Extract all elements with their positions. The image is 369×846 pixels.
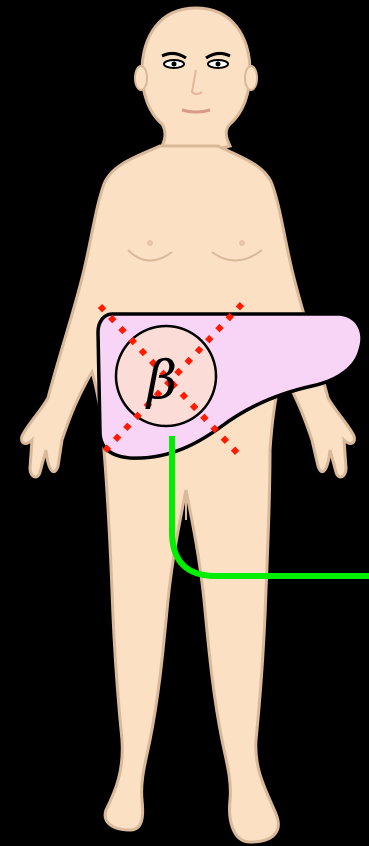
left-ear — [135, 66, 147, 90]
head — [142, 8, 250, 150]
torso-and-limbs — [22, 146, 355, 842]
beta-cell-label: β — [145, 351, 177, 411]
right-ear — [245, 66, 257, 90]
